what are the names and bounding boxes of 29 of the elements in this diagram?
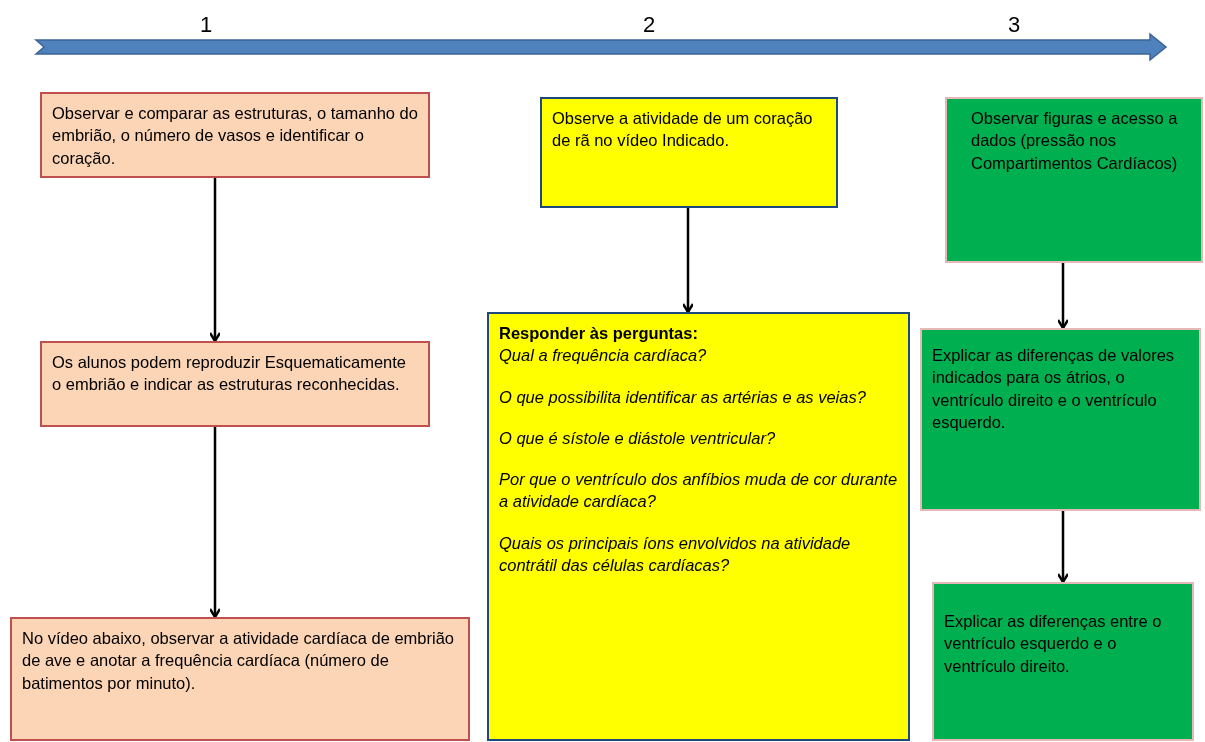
process-box — [920, 328, 1201, 511]
arrow — [681, 208, 695, 314]
arrow — [208, 178, 222, 343]
process-box — [10, 617, 470, 741]
box-text: Os alunos podem reproduzir Esquematicamente o embrião e indicar as estruturas reconhecidas. — [52, 352, 408, 396]
box-heading: Responder às perguntas: — [499, 323, 699, 344]
question-text: O que é sístole e diástole ventricular? — [499, 427, 777, 449]
arrow — [1056, 511, 1070, 584]
process-box — [945, 97, 1203, 263]
box-text: Explicar as diferenças de valores indicados para os átrios, o ventrículo direito e o ventrículo esquerdo. — [932, 345, 1176, 433]
question-text: Qual a frequência cardíaca? — [499, 345, 708, 367]
arrow — [208, 427, 222, 619]
box-text: Explicar as diferenças entre o ventrículo esquerdo e o ventrículo direito. — [944, 611, 1163, 677]
process-box — [40, 341, 430, 427]
box-text: Observe a atividade de um coração de rã no vídeo Indicado. — [552, 108, 814, 152]
question-text: Quais os principais íons envolvidos na atividade contrátil das células cardíacas? — [499, 532, 852, 576]
process-box — [40, 92, 430, 178]
arrow — [1056, 263, 1070, 330]
process-box — [540, 97, 838, 208]
step-number: 3 — [1008, 12, 1021, 38]
question-text: Por que o ventrículo dos anfíbios muda de cor durante a atividade cardíaca? — [499, 469, 898, 513]
step-number: 2 — [643, 12, 656, 38]
process-box — [932, 582, 1194, 741]
step-number: 1 — [200, 12, 213, 38]
box-text: No vídeo abaixo, observar a atividade cardíaca de embrião de ave e anotar a frequência cardíaca (número de batimentos por minuto). — [22, 628, 455, 694]
box-text: Observar e comparar as estruturas, o tamanho do embrião, o número de vasos e identificar o coração. — [52, 103, 418, 169]
process-box — [487, 312, 910, 741]
question-text: O que possibilita identificar as artérias e as veias? — [499, 386, 867, 408]
box-text: Observar figuras e acesso a dados (pressão nos Compartimentos Cardíacos) — [971, 108, 1179, 174]
